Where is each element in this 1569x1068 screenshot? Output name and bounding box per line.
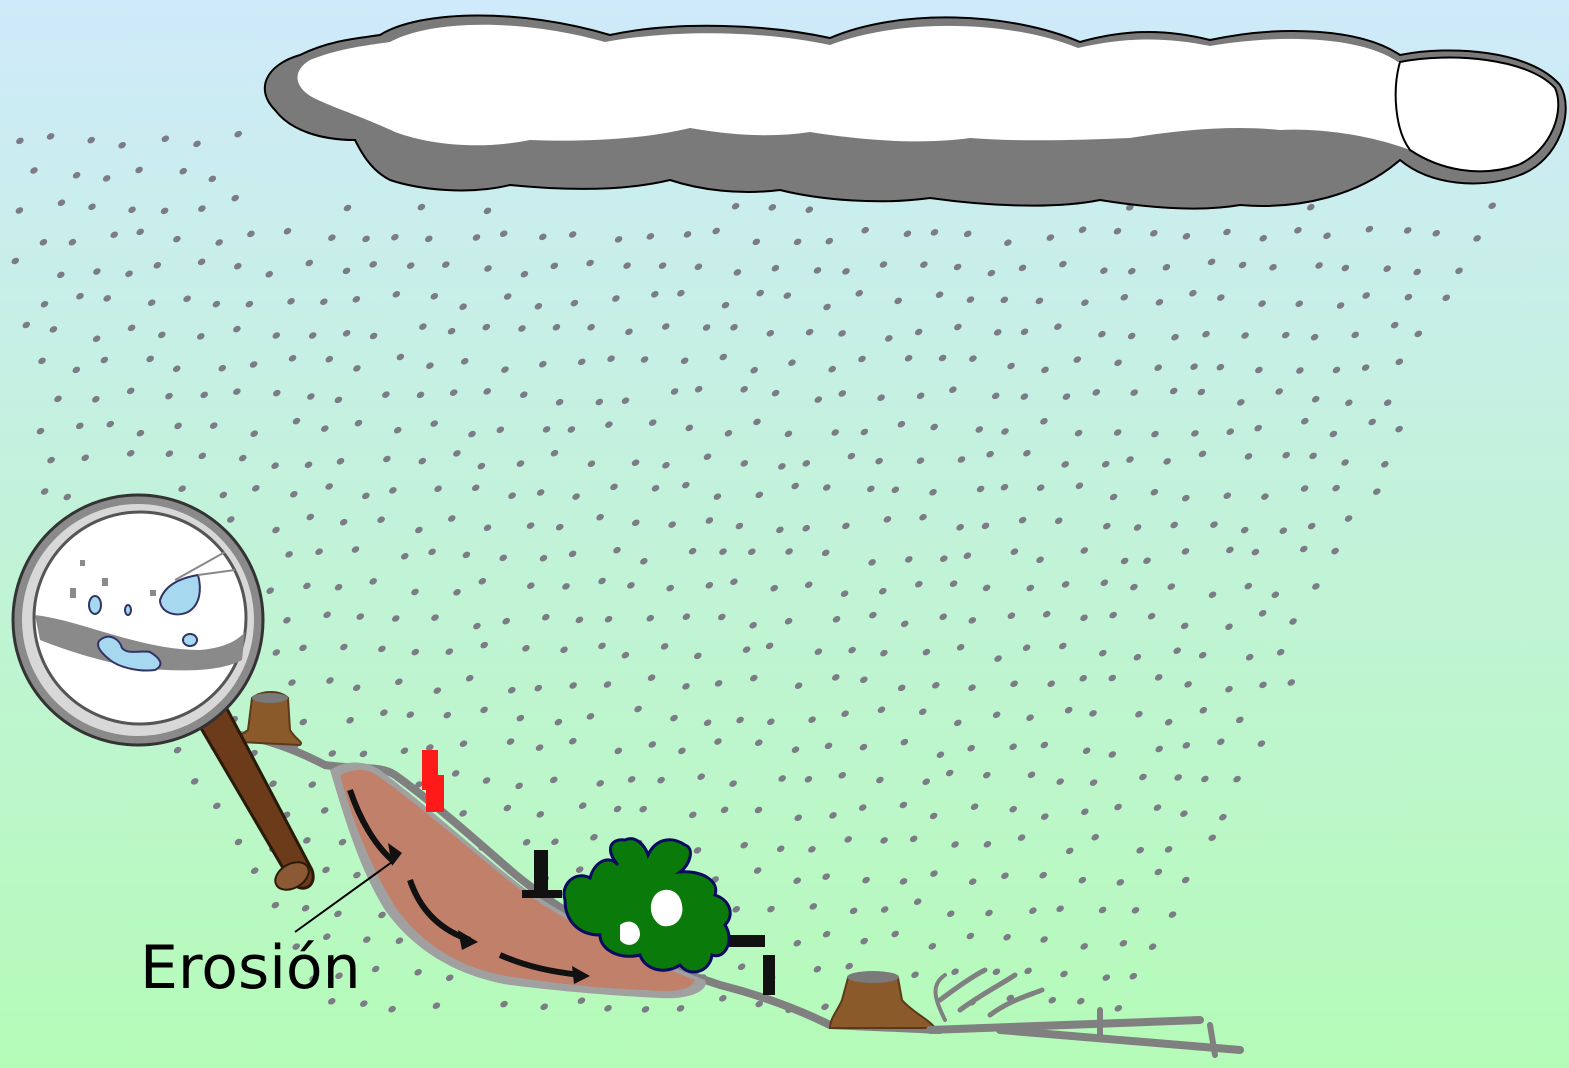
erosion-label: Erosión	[140, 933, 361, 1003]
rain-cloud	[265, 15, 1566, 208]
